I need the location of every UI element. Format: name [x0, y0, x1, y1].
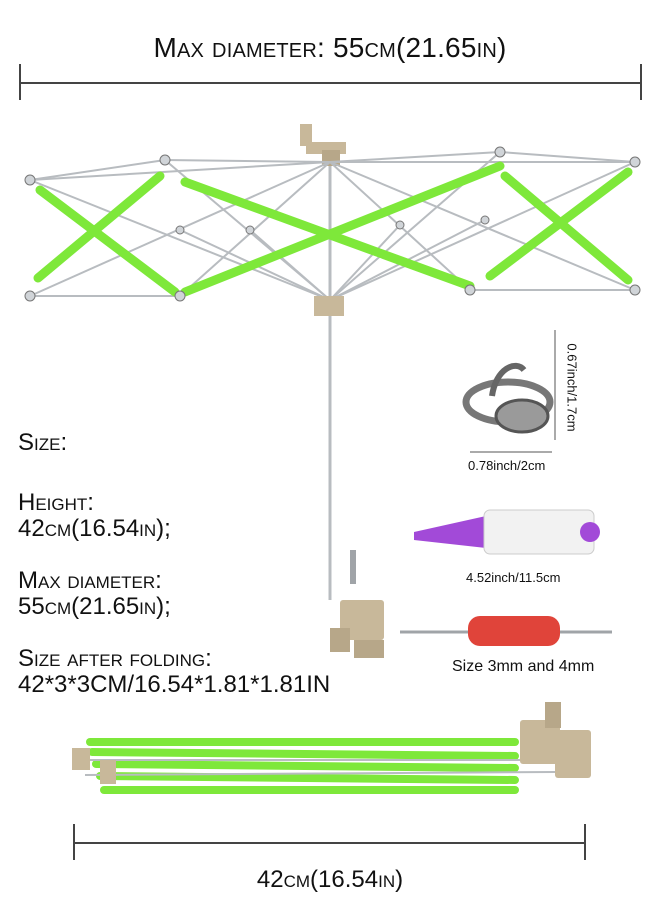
size-heading: Size: — [18, 429, 68, 456]
top-dimension-left-tick — [19, 64, 21, 100]
diameter-value: 55cm(21.65in); — [18, 593, 171, 620]
folded-length-label: 42cm(16.54in) — [256, 866, 404, 893]
crochet-hook-size-label: Size 3mm and 4mm — [452, 658, 595, 675]
crank-handle — [300, 124, 312, 146]
height-label: Height: — [18, 489, 94, 516]
height-value: 42cm(16.54in); — [18, 515, 171, 542]
folded-size-value: 42*3*3CM/16.54*1.81*1.81IN — [18, 671, 331, 698]
top-dimension-right-tick — [640, 64, 642, 100]
ring — [462, 362, 554, 434]
bottom-dimension-left-tick — [73, 824, 75, 860]
bottom-dimension-right-tick — [584, 824, 586, 860]
thread-snips — [414, 509, 600, 555]
ring-width-label: 0.78inch/2cm — [468, 458, 546, 473]
diameter-label: Max diameter: — [18, 567, 162, 594]
ring-height-label: 0.67inch/1.7cm — [564, 343, 580, 432]
bottom-dimension-line — [74, 842, 586, 844]
top-dimension-line — [20, 82, 642, 84]
max-diameter-label: Max diameter: 55cm(21.65in) — [153, 32, 507, 63]
folded-size-label: Size after folding: — [18, 645, 212, 672]
scissors-size-label: 4.52inch/11.5cm — [466, 570, 561, 585]
crochet-hook — [400, 616, 612, 646]
